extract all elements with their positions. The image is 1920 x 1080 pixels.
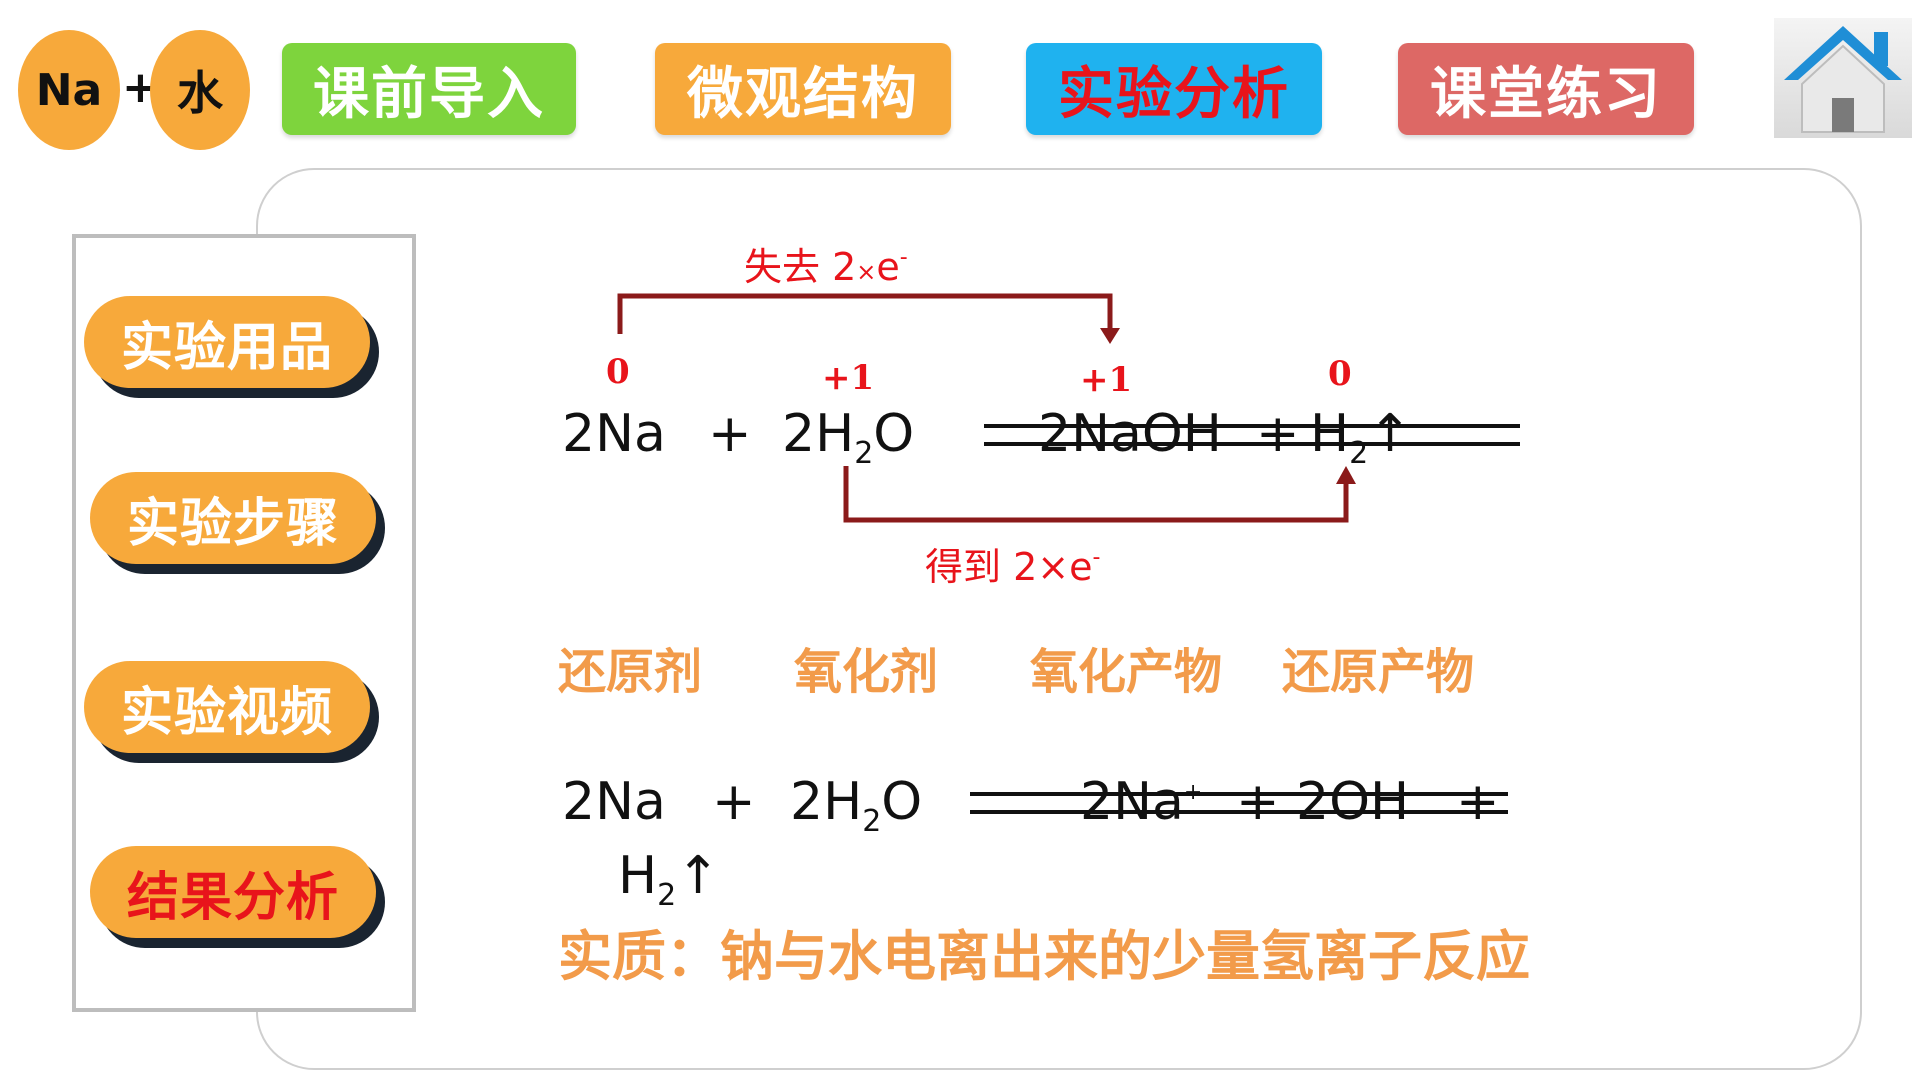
content-panel — [256, 168, 1862, 1070]
home-icon[interactable] — [1774, 18, 1912, 138]
eq1-plus: + — [708, 404, 752, 464]
water-badge: 水 — [150, 30, 250, 150]
nav-experiment-analysis-button[interactable]: 实验分析 — [1026, 43, 1322, 135]
ox-state-h2: 0 — [1328, 354, 1352, 394]
eq2-sodium: 2Na — [562, 772, 666, 832]
eq2-plus: + — [712, 772, 756, 832]
eq2-equals-line-bottom — [970, 810, 1508, 814]
eq1-equals-line-top — [984, 424, 1520, 428]
sidebar-item-steps[interactable]: 实验步骤 — [90, 472, 376, 564]
eq1-water: 2H2O — [782, 404, 915, 471]
nav-practice-button[interactable]: 课堂练习 — [1398, 43, 1694, 135]
eq2-hydroxide: 2OH- — [1296, 772, 1417, 832]
ox-state-naoh: +1 — [1080, 360, 1133, 400]
water-label: 水 — [177, 66, 223, 120]
ox-state-na: 0 — [606, 352, 630, 392]
eq2-plus3: + — [1456, 772, 1500, 832]
eq1-plus2: + — [1256, 404, 1300, 464]
sodium-label: Na — [35, 64, 103, 116]
nav-micro-structure-button[interactable]: 微观结构 — [655, 43, 951, 135]
nav-intro-button[interactable]: 课前导入 — [282, 43, 576, 135]
eq1-sodium: 2Na — [562, 404, 666, 464]
eq1-equals-line-bottom — [984, 442, 1520, 446]
eq1-naoh: 2NaOH — [1038, 404, 1222, 464]
electron-gain-arrow — [843, 466, 1349, 523]
role-oxidizer: 氧化剂 — [794, 644, 939, 700]
home-icon-graphic — [1784, 26, 1902, 133]
electron-lost-label: 失去 2×e- — [744, 245, 908, 289]
electron-gain-label: 得到 2×e- — [925, 545, 1101, 589]
sidebar-item-video[interactable]: 实验视频 — [84, 661, 370, 753]
reaction-essence: 实质：钠与水电离出来的少量氢离子反应 — [558, 925, 1530, 988]
eq2-sodium-ion: 2Na+ — [1080, 772, 1202, 832]
eq2-equals-line-top — [970, 792, 1508, 796]
sodium-badge: Na — [18, 30, 120, 150]
electron-gain-arrowhead — [1336, 466, 1356, 484]
role-oxidized-product: 氧化产物 — [1030, 644, 1223, 700]
eq2-hydrogen: H2↑ — [618, 846, 720, 913]
eq2-plus2: + — [1236, 772, 1280, 832]
electron-lost-arrowhead — [1100, 328, 1120, 344]
electron-transfer-arrows — [617, 293, 1356, 523]
role-reduced-product: 还原产物 — [1282, 644, 1475, 700]
sidebar-item-materials[interactable]: 实验用品 — [84, 296, 370, 388]
role-reducer: 还原剂 — [558, 644, 703, 700]
sidebar-item-result-analysis[interactable]: 结果分析 — [90, 846, 376, 938]
ox-state-h2o: +1 — [822, 358, 875, 398]
eq2-water: 2H2O — [790, 772, 923, 839]
eq1-hydrogen: H2↑ — [1310, 404, 1412, 471]
electron-lost-arrow — [617, 293, 1113, 334]
